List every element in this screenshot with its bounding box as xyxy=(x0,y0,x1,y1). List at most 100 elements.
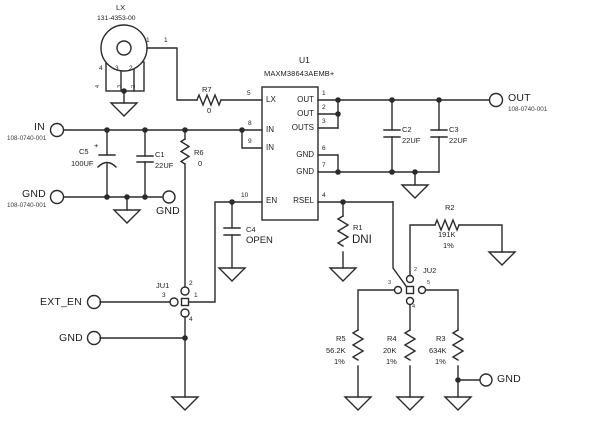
r4-ref: R4 xyxy=(387,334,397,343)
u1-pin-en-name: EN xyxy=(266,196,278,205)
u1-pin4-number: 4 xyxy=(322,192,326,199)
r1-ref: R1 xyxy=(353,223,363,232)
ju2-pin4-number: 4 xyxy=(412,304,416,310)
u1-pin2-number: 2 xyxy=(322,104,326,111)
gnd-rail-right xyxy=(317,154,440,199)
c4-ref: C4 xyxy=(246,225,256,234)
c5-value: 100UF xyxy=(71,159,94,168)
junction-dot xyxy=(104,194,110,200)
c2-capacitor xyxy=(383,99,401,173)
r7-resistor xyxy=(196,93,222,107)
ju1-ref: JU1 xyxy=(156,281,170,290)
r5-resistor xyxy=(343,289,395,411)
u1-pin10-number: 10 xyxy=(241,192,249,199)
r4-tolerance: 1% xyxy=(386,357,397,366)
u1-ref: U1 xyxy=(299,55,310,65)
r3-ref: R3 xyxy=(436,334,446,343)
u1-pin-rsel-name: RSEL xyxy=(293,196,314,205)
c4-value: OPEN xyxy=(246,235,273,246)
lx-pin4-number-rotated: 4 xyxy=(95,84,101,88)
in-rail xyxy=(49,122,263,149)
c3-capacitor xyxy=(430,99,448,173)
c1-capacitor xyxy=(136,129,154,198)
out-terminal-circle xyxy=(488,92,504,108)
r2-resistor xyxy=(409,218,517,276)
gnd-rail-left xyxy=(49,189,176,224)
ground-symbol xyxy=(328,267,358,282)
u1-pin3-number: 3 xyxy=(322,118,326,125)
c2-ref: C2 xyxy=(402,125,412,134)
junction-dot xyxy=(142,194,148,200)
gnd-right-terminal-circle xyxy=(479,373,493,387)
r6-ref: R6 xyxy=(194,148,204,157)
ju1-jumper xyxy=(169,286,190,318)
out-terminal-label: OUT xyxy=(508,92,531,104)
u1-pin-outs-name: OUTS xyxy=(291,123,314,132)
r6-resistor xyxy=(179,129,191,288)
r1-resistor xyxy=(336,215,350,247)
ground-symbol xyxy=(343,396,373,411)
u1-pin9-number: 9 xyxy=(248,138,252,145)
c1-ref: C1 xyxy=(155,150,165,159)
r7-value: 0 xyxy=(207,106,212,115)
ground-symbol xyxy=(109,102,139,117)
c1-value: 22UF xyxy=(155,161,174,170)
ground-symbol xyxy=(217,267,247,282)
u1-pin5-number: 5 xyxy=(247,90,251,97)
r2-tolerance: 1% xyxy=(443,241,454,250)
u1-pin-in1-name: IN xyxy=(266,125,274,134)
ju1-pin3-number: 3 xyxy=(162,292,166,299)
r5-tolerance: 1% xyxy=(334,357,345,366)
u1-pin-gnd2-name: GND xyxy=(296,167,314,176)
ext-en-terminal-label: EXT_EN xyxy=(40,296,83,308)
lx-pin1-number: 1 xyxy=(146,37,150,44)
c2-value: 22UF xyxy=(402,136,421,145)
u1-pin7-number: 7 xyxy=(322,162,326,169)
c3-value: 22UF xyxy=(449,136,468,145)
ju2-pin5-number: 5 xyxy=(427,280,431,286)
lx-pin3-number-rotated: 3 xyxy=(117,84,123,88)
c5-ref: C5 xyxy=(79,147,89,156)
in-terminal-circle xyxy=(49,122,65,138)
lx-pin3-number: 3 xyxy=(115,65,119,72)
ground-symbol xyxy=(487,251,517,266)
r2-value: 191K xyxy=(438,230,456,239)
in-terminal-label: IN xyxy=(34,121,45,133)
in-terminal-part: 108-0740-001 xyxy=(7,135,47,142)
u1-pin8-number: 8 xyxy=(248,120,252,127)
c5-polarity: + xyxy=(94,141,99,150)
u1-part: MAXM38643AEMB+ xyxy=(264,69,335,78)
out-rail xyxy=(317,92,504,129)
ground-symbol xyxy=(170,396,200,411)
gnd-mid-terminal-circle xyxy=(162,190,176,204)
out-terminal-part: 108-0740-001 xyxy=(508,106,548,113)
u1-ic-box xyxy=(261,86,319,221)
lx-pin2-number: 2 xyxy=(129,65,133,72)
gnd-right-terminal-label: GND xyxy=(497,373,521,385)
lx-pin4-number: 4 xyxy=(99,65,103,72)
r3-resistor xyxy=(425,289,493,411)
u1-pin6-number: 6 xyxy=(322,145,326,152)
r3-tolerance: 1% xyxy=(435,357,446,366)
junction-dot xyxy=(335,97,341,103)
u1-pin-gnd1-name: GND xyxy=(296,150,314,159)
lx-pin2-number-rotated: 2 xyxy=(131,84,137,88)
gnd-bottom-terminal-label: GND xyxy=(59,332,83,344)
lx-pin1-number-b: 1 xyxy=(164,37,168,44)
ju1-pin1-number: 1 xyxy=(194,292,198,299)
u1-pin1-number: 1 xyxy=(322,90,326,97)
ground-symbol xyxy=(400,184,430,199)
ju1-pin2-number: 2 xyxy=(189,280,193,287)
u1-pin-in2-name: IN xyxy=(266,143,274,152)
ju2-ref: JU2 xyxy=(423,266,437,275)
u1-pin-lx-name: LX xyxy=(266,95,276,104)
ju2-pin3-number: 3 xyxy=(388,280,392,286)
ju2-jumper xyxy=(393,274,427,306)
u1-pin-out2-name: OUT xyxy=(297,109,314,118)
lx-wire xyxy=(146,47,263,107)
rsel-net xyxy=(317,199,407,287)
ju1-pin4-number: 4 xyxy=(189,316,193,323)
gnd-terminal-circle xyxy=(49,189,65,205)
gnd-bottom-terminal-circle xyxy=(86,330,102,346)
